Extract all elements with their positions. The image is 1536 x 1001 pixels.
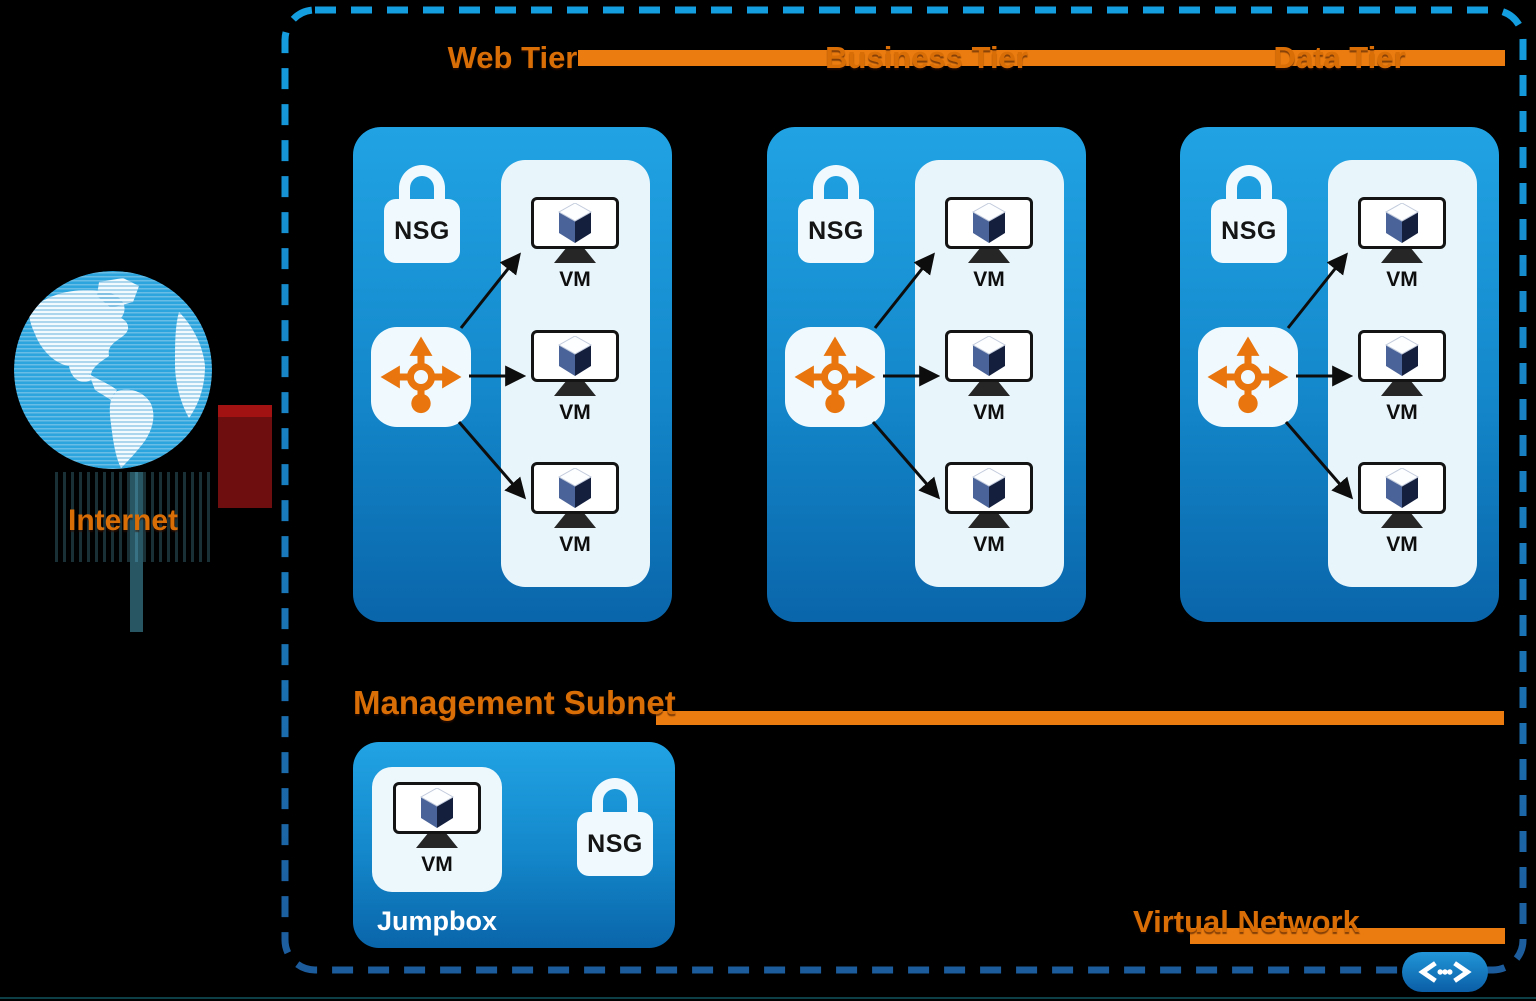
render-artifact <box>130 472 143 632</box>
monitor-stand <box>416 834 458 848</box>
padlock-icon: NSG <box>1211 165 1287 263</box>
vm-label: VM <box>1386 533 1418 556</box>
management-subnet: VM Jumpbox NSG <box>353 742 675 948</box>
business-tier-title: Business Tier <box>825 40 1028 75</box>
nsg-badge: NSG <box>384 199 460 263</box>
availability-set-panel: VM VM VM <box>1328 160 1477 587</box>
globe-icon <box>11 268 215 477</box>
vm-icon: VM <box>531 197 619 292</box>
lock-shackle <box>1226 165 1272 199</box>
data-tier-subnet: NSG VM <box>1180 127 1499 622</box>
vm-label: VM <box>421 853 453 876</box>
monitor-icon <box>1358 197 1446 249</box>
monitor-stand <box>554 382 596 396</box>
vm-icon: VM <box>1358 330 1446 425</box>
monitor-icon <box>945 462 1033 514</box>
vm-icon: VM <box>1358 462 1446 557</box>
nsg-badge: NSG <box>798 199 874 263</box>
monitor-icon <box>945 197 1033 249</box>
render-artifact <box>0 997 1536 999</box>
web-tier-subnet: NSG VM <box>353 127 672 622</box>
lock-shackle <box>592 778 638 812</box>
load-balancer-icon <box>371 327 471 427</box>
web-tier-title: Web Tier <box>447 40 578 75</box>
monitor-stand <box>1381 249 1423 263</box>
vm-label: VM <box>1386 268 1418 291</box>
jumpbox-label: Jumpbox <box>376 906 497 936</box>
vm-label: VM <box>1386 401 1418 424</box>
availability-set-panel: VM VM VM <box>501 160 650 587</box>
vm-icon: VM <box>945 197 1033 292</box>
monitor-icon <box>531 197 619 249</box>
monitor-icon <box>531 330 619 382</box>
nsg-label: NSG <box>808 216 864 245</box>
availability-set-panel: VM VM VM <box>915 160 1064 587</box>
monitor-stand <box>1381 514 1423 528</box>
monitor-icon <box>1358 330 1446 382</box>
internet-label: Internet <box>67 504 178 537</box>
load-balancer-icon <box>785 327 885 427</box>
monitor-icon <box>393 782 481 834</box>
monitor-stand <box>968 514 1010 528</box>
monitor-stand <box>968 382 1010 396</box>
lock-shackle <box>399 165 445 199</box>
vm-label: VM <box>973 533 1005 556</box>
render-artifact <box>218 405 272 508</box>
vm-icon: VM <box>945 462 1033 557</box>
lock-shackle <box>813 165 859 199</box>
vm-label: VM <box>973 401 1005 424</box>
monitor-stand <box>968 249 1010 263</box>
nsg-badge: NSG <box>577 812 653 876</box>
vm-icon: VM <box>531 462 619 557</box>
monitor-icon <box>531 462 619 514</box>
jumpbox-panel: VM <box>372 767 502 892</box>
business-tier-subnet: NSG VM <box>767 127 1086 622</box>
virtual-network-icon <box>1402 952 1488 992</box>
monitor-icon <box>945 330 1033 382</box>
monitor-stand <box>554 514 596 528</box>
vm-label: VM <box>559 401 591 424</box>
vm-icon: VM <box>531 330 619 425</box>
padlock-icon: NSG <box>577 778 653 876</box>
padlock-icon: NSG <box>798 165 874 263</box>
padlock-icon: NSG <box>384 165 460 263</box>
vm-label: VM <box>973 268 1005 291</box>
vm-icon: VM <box>1358 197 1446 292</box>
data-tier-title: Data Tier <box>1273 40 1406 75</box>
monitor-stand <box>1381 382 1423 396</box>
nsg-label: NSG <box>394 216 450 245</box>
vm-icon: VM <box>393 782 481 877</box>
vm-icon: VM <box>945 330 1033 425</box>
nsg-badge: NSG <box>1211 199 1287 263</box>
management-subnet-title: Management Subnet <box>353 684 676 721</box>
monitor-stand <box>554 249 596 263</box>
monitor-icon <box>1358 462 1446 514</box>
nsg-label: NSG <box>587 829 643 858</box>
virtual-network-label: Virtual Network <box>1133 904 1360 939</box>
nsg-label: NSG <box>1221 216 1277 245</box>
management-title-rule <box>656 711 1504 725</box>
load-balancer-icon <box>1198 327 1298 427</box>
vm-label: VM <box>559 533 591 556</box>
vm-label: VM <box>559 268 591 291</box>
render-artifact <box>55 472 215 562</box>
